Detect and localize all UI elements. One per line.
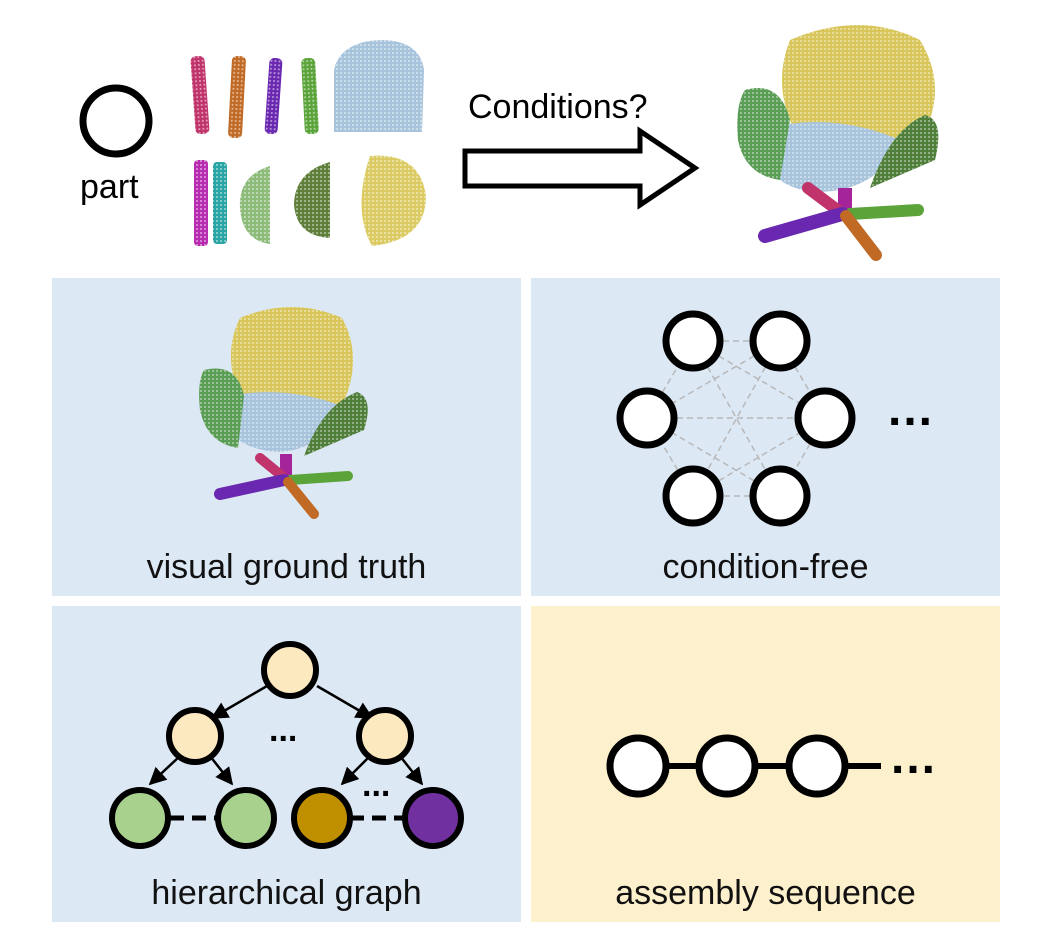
tree-node-mid-left — [166, 707, 224, 765]
graph-node — [749, 310, 811, 372]
tree-node-leaf-green-2 — [215, 787, 277, 849]
sequence-node — [695, 734, 759, 798]
sequence-node — [785, 734, 849, 798]
ellipsis-tree-bottom: ... — [362, 766, 391, 804]
panel-label-hierarchical: hierarchical graph — [151, 874, 422, 912]
panel-assembly-sequence: ... assembly sequence — [531, 606, 1000, 922]
parts-pointclouds-image — [190, 40, 426, 246]
arrow-right-icon — [462, 126, 700, 210]
tree-node-leaf-purple — [402, 787, 464, 849]
conditions-label: Conditions? — [468, 88, 648, 126]
tree-node-mid-right — [356, 707, 414, 765]
sequence-node — [606, 734, 670, 798]
ellipsis-tree-top: ... — [269, 711, 298, 749]
complete-graph-diagram — [616, 310, 856, 527]
tree-node-leaf-green-1 — [109, 787, 171, 849]
part-node-icon — [79, 84, 153, 158]
top-section: part Conditions? — [0, 0, 1063, 270]
graph-node — [616, 387, 678, 449]
assembled-chair-image — [737, 25, 939, 261]
ellipsis-condition-free: ... — [888, 383, 935, 436]
graph-node — [794, 387, 856, 449]
panel-label-sequence: assembly sequence — [615, 874, 916, 912]
panel-visual-ground-truth: visual ground truth — [52, 278, 521, 596]
panel-hierarchical-graph: ... ... hierarchical graph — [52, 606, 521, 922]
hierarchy-tree-diagram — [109, 641, 464, 849]
part-label: part — [80, 168, 139, 206]
panel-label-visual: visual ground truth — [146, 548, 427, 586]
graph-node — [749, 465, 811, 527]
tree-node-root — [261, 641, 319, 699]
panel-label-condition-free: condition-free — [662, 548, 869, 586]
panel-condition-free: ... condition-free — [531, 278, 1000, 596]
chair-pointcloud-image — [199, 307, 368, 519]
sequence-chain-diagram — [606, 734, 881, 798]
graph-node — [662, 310, 724, 372]
graph-node — [662, 465, 724, 527]
tree-node-leaf-brown — [291, 787, 353, 849]
ellipsis-sequence: ... — [891, 731, 938, 784]
